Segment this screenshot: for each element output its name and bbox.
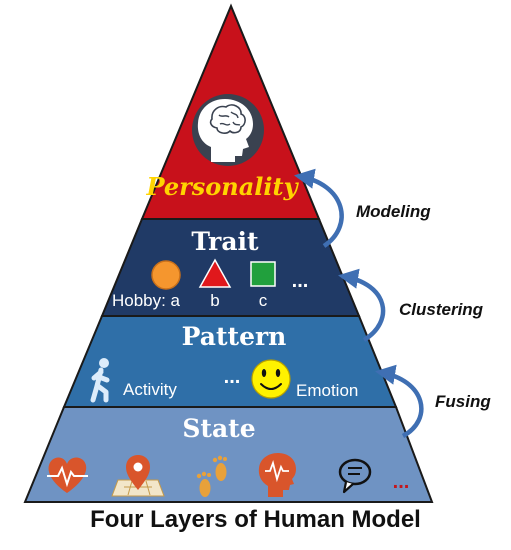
fusing-label: Fusing — [435, 392, 491, 411]
head-brain-icon — [192, 94, 264, 166]
clustering-arrow — [338, 268, 386, 342]
state-layer — [23, 406, 434, 503]
activity-label: Activity — [123, 380, 177, 399]
walking-person-icon — [90, 358, 110, 403]
state-label: State — [182, 414, 255, 443]
hobby-label: Hobby: a — [112, 291, 181, 310]
trait-ellipsis: ... — [292, 270, 309, 292]
trait-label: Trait — [191, 227, 259, 256]
pattern-label: Pattern — [182, 322, 287, 351]
chat-bubble-icon — [338, 458, 372, 494]
pattern-ellipsis: ... — [224, 366, 241, 388]
state-ellipsis: ... — [393, 471, 410, 493]
square-icon — [250, 261, 276, 287]
modeling-label: Modeling — [356, 202, 431, 221]
emotion-label: Emotion — [296, 381, 358, 400]
smiley-icon — [251, 359, 291, 399]
clustering-label: Clustering — [399, 300, 484, 319]
hobby-item-b: b — [210, 291, 219, 310]
circle-icon — [151, 260, 181, 290]
heart-rate-icon — [47, 457, 88, 493]
triangle-icon — [198, 258, 232, 288]
map-pin-icon — [111, 455, 165, 497]
diagram-caption: Four Layers of Human Model — [90, 506, 421, 533]
head-signal-icon — [258, 453, 296, 497]
modeling-arrow — [294, 168, 344, 248]
footprints-icon — [196, 455, 227, 497]
personality-label: Personality — [145, 172, 299, 201]
hobby-item-c: c — [259, 291, 268, 310]
fusing-arrow — [375, 364, 424, 438]
